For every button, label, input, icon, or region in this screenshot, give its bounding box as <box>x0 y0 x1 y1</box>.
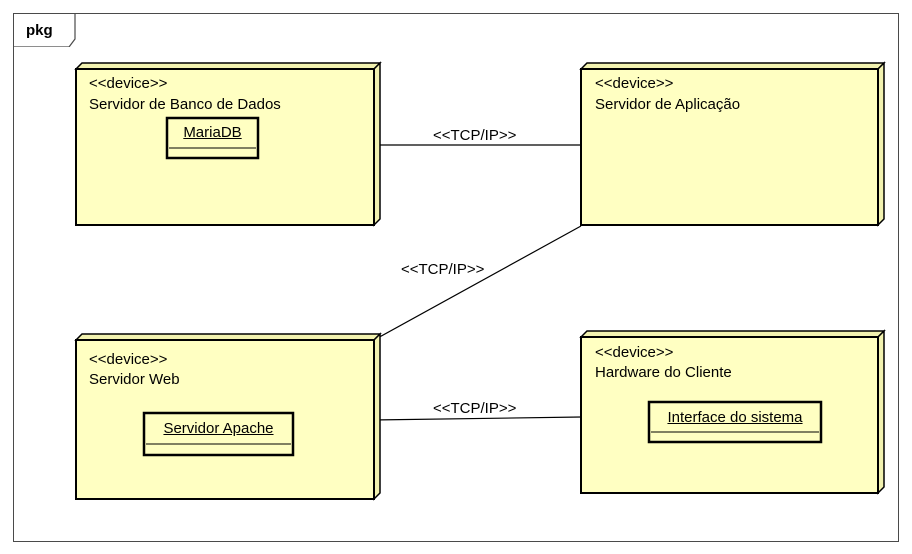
connection-web-client[interactable] <box>373 416 582 421</box>
connection-web-app[interactable] <box>373 225 582 341</box>
node-app-stereotype: <<device>> <box>595 75 674 92</box>
node-db-name: Servidor de Banco de Dados <box>89 96 281 113</box>
node-client-stereotype: <<device>> <box>595 344 674 361</box>
node-app-name: Servidor de Aplicação <box>595 96 741 113</box>
node-web-name: Servidor Web <box>89 371 180 388</box>
artifact-servidor-apache-label: Servidor Apache <box>163 420 274 437</box>
package-label: pkg <box>26 22 53 39</box>
artifact-mariadb[interactable] <box>165 116 260 160</box>
artifact-servidor-apache[interactable] <box>142 411 295 457</box>
connection-web-client-label: <<TCP/IP>> <box>433 400 517 417</box>
connection-web-app-label: <<TCP/IP>> <box>401 261 485 278</box>
artifact-mariadb-label: MariaDB <box>183 124 242 141</box>
package-frame <box>13 13 899 542</box>
node-db-stereotype: <<device>> <box>89 75 168 92</box>
artifact-interface-do-sistema-label: Interface do sistema <box>667 409 803 426</box>
node-web-stereotype: <<device>> <box>89 351 168 368</box>
artifact-interface-do-sistema[interactable] <box>647 400 823 444</box>
package-tab <box>13 13 76 47</box>
node-app-server[interactable] <box>579 61 886 227</box>
connection-db-app-label: <<TCP/IP>> <box>433 127 517 144</box>
node-client-name: Hardware do Cliente <box>595 364 732 381</box>
